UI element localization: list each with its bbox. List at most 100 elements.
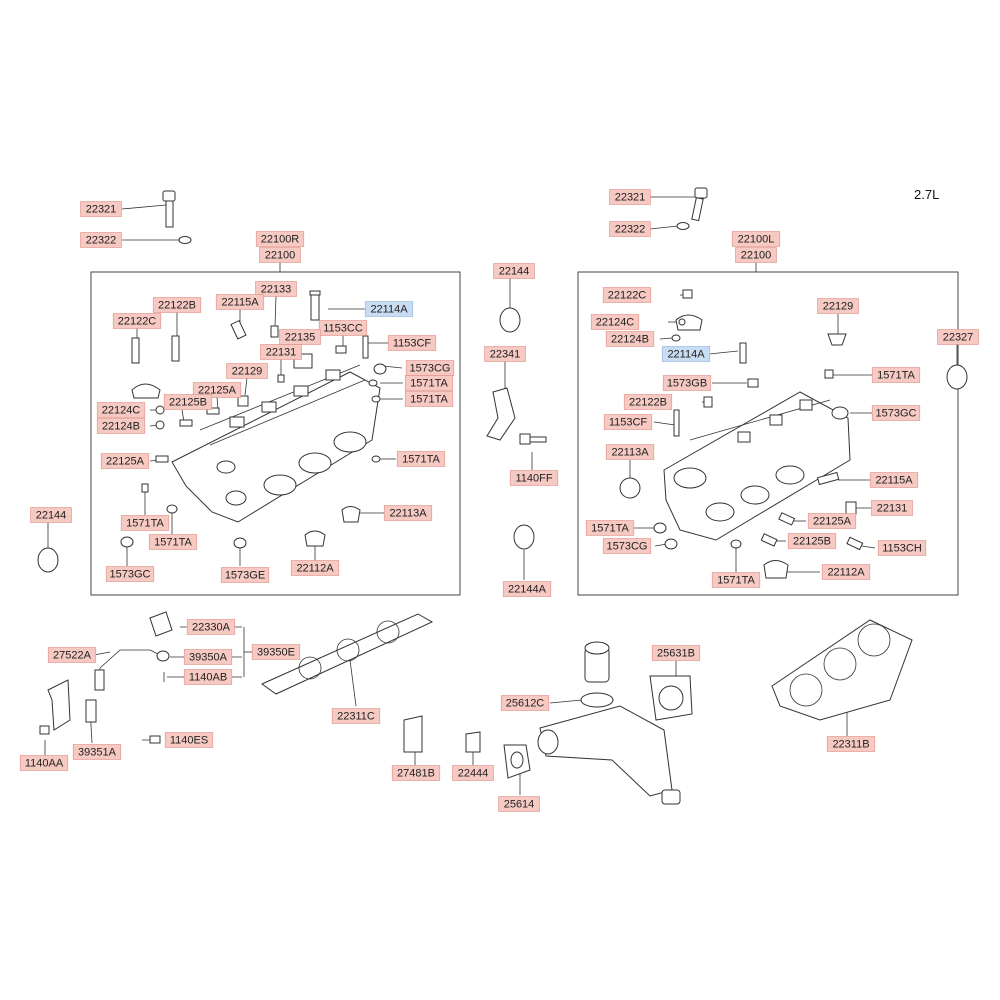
part-number-text: 39350A [189,651,228,663]
part-number-text: 27481B [397,767,435,779]
gasket-22311c [261,613,434,695]
callout-box [937,329,979,345]
callout-box [226,363,268,379]
callout-l-22341: 22341 [484,346,526,362]
callout-box [651,645,701,661]
callout-l-22114a-b: 22114A [661,346,711,362]
leader-lines [44,196,958,795]
callout-box [605,444,655,460]
washer-22322-left [676,222,690,230]
callout-l-22124c-a: 22124C [96,402,146,418]
seal-22144-outer [37,547,59,573]
callout-l-22125b-a: 22125B [163,394,213,410]
callout-box [484,346,526,362]
callout-l-1571ta-d: 1571TA [120,515,170,531]
callout-l-22330a: 22330A [186,619,236,635]
part-number-text: 22100 [265,249,296,261]
part-number-text: 22115A [875,474,913,486]
callout-l-22100r: 22100R [255,231,305,247]
part-number-text: 1571TA [717,574,755,586]
callout-l-1571ta-g: 1571TA [585,520,635,536]
part-number-text: 1573CG [410,362,451,374]
callout-box [826,736,876,752]
part-number-text: 22131 [266,346,297,358]
callout-box [183,649,233,665]
callout-box [186,619,236,635]
callout-box [163,394,213,410]
callout-l-22100-a: 22100 [259,247,301,263]
callout-l-1153cc: 1153CC [318,320,368,336]
callout-box [19,755,69,771]
callout-box [623,394,673,410]
part-number-text: 22100L [738,233,775,245]
part-number-text: 22122C [608,289,647,301]
sensor-harness-group [39,611,173,744]
callout-box [148,534,198,550]
part-number-text: 1153CH [882,542,922,554]
callout-box [609,221,651,237]
callout-box [112,313,162,329]
part-number-text: 22135 [285,331,316,343]
callout-box [404,375,454,391]
bolt-22321-left [691,187,708,222]
callout-box [80,201,122,217]
callout-l-22125a-b: 22125A [100,453,150,469]
callout-l-22327: 22327 [937,329,979,345]
part-number-text: 1140AB [189,671,227,683]
callout-l-22129-b: 22129 [817,298,859,314]
callout-l-22124b-b: 22124B [605,331,655,347]
callout-l-39350a: 39350A [183,649,233,665]
callout-box [500,695,550,711]
part-number-text: 22112A [827,566,865,578]
water-outlet-assembly [503,641,693,805]
part-number-text: 1571TA [402,453,440,465]
part-number-text: 22125A [106,455,145,467]
callout-l-22135: 22135 [279,329,321,345]
callout-l-1571ta-f: 1571TA [871,367,921,383]
callout-box [585,520,635,536]
part-number-text: 22125A [813,515,852,527]
callout-l-22125a-c: 22125A [807,513,857,529]
callout-box [590,314,640,330]
callout-box [735,247,777,263]
callout-l-22144-a: 22144 [30,507,72,523]
callout-l-22311b: 22311B [826,736,876,752]
callout-l-22115a-a: 22115A [215,294,265,310]
part-number-text: 22341 [490,348,521,360]
callout-box [80,232,122,248]
callout-box [787,533,837,549]
callout-box [164,732,214,748]
callout-box [817,298,859,314]
part-number-text: 27522A [53,649,92,661]
callout-box [30,507,72,523]
callout-box [105,566,155,582]
part-number-text: 1573CG [607,540,648,552]
callout-l-1140aa: 1140AA [19,755,69,771]
part-number-text: 22133 [261,283,292,295]
callout-box [404,391,454,407]
callout-box [807,513,857,529]
part-number-text: 22122B [158,299,196,311]
part-number-text: 1571TA [591,522,629,534]
part-number-text: 22100 [741,249,772,261]
part-number-text: 22113A [389,507,427,519]
callout-box [290,560,340,576]
callout-l-22113a-b: 22113A [605,444,655,460]
callout-box [731,231,781,247]
part-number-text: 22115A [221,296,259,308]
callout-box [493,263,535,279]
callout-l-1573ge: 1573GE [220,567,270,583]
part-number-text: 39351A [78,746,117,758]
callout-box [96,418,146,434]
callout-box [96,402,146,418]
callout-l-1571ta-e: 1571TA [148,534,198,550]
callout-box [498,796,540,812]
callout-l-27522a: 27522A [47,647,97,663]
callout-box [509,470,559,486]
callout-l-22113a-a: 22113A [383,505,433,521]
callout-box [260,344,302,360]
callout-l-1140ff: 1140FF [509,470,559,486]
part-number-text: 22311B [832,738,869,750]
callout-l-22122c-a: 22122C [112,313,162,329]
